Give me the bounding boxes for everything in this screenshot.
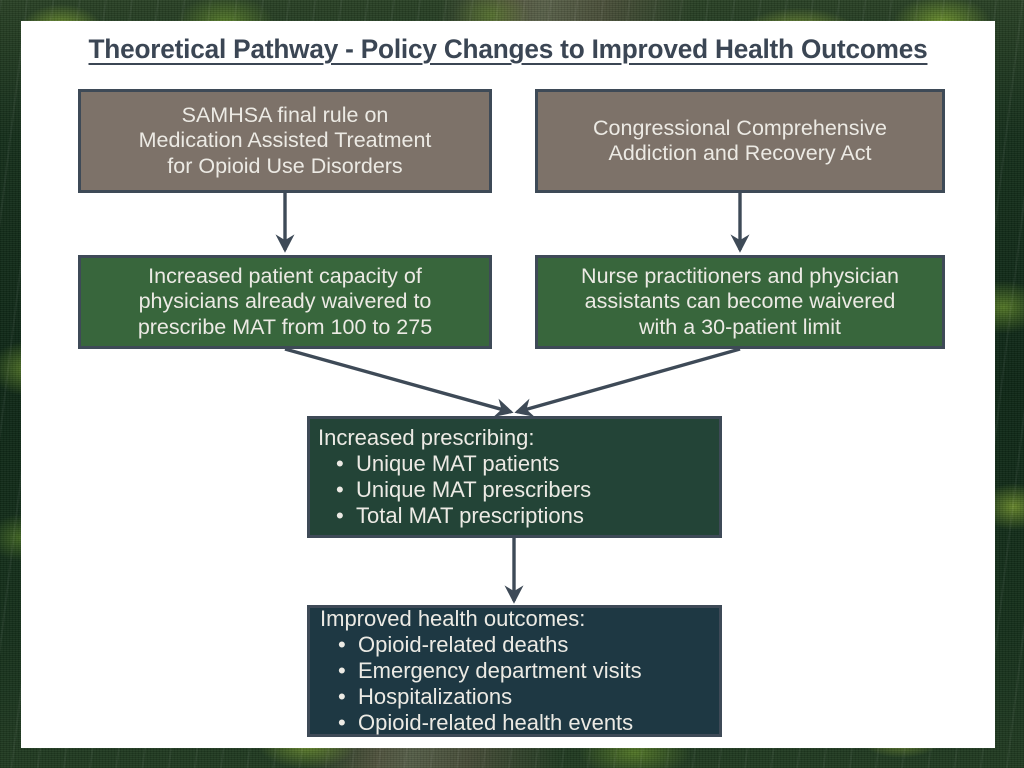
node-line: physicians already waivered to xyxy=(138,289,432,314)
connector-nppa-to-prescribing xyxy=(514,347,741,417)
node-line: Medication Assisted Treatment xyxy=(138,128,432,153)
node-line: for Opioid Use Disorders xyxy=(167,153,403,178)
list-item: Unique MAT prescribers xyxy=(336,477,711,503)
node-effect-capacity[interactable]: Increased patient capacity of physicians… xyxy=(78,255,492,349)
list-item: Unique MAT patients xyxy=(336,451,711,477)
node-line: assistants can become waivered xyxy=(584,289,896,314)
content-panel: Theoretical Pathway - Policy Changes to … xyxy=(21,21,995,748)
node-bullet-list: Unique MAT patients Unique MAT prescribe… xyxy=(318,451,711,529)
node-effect-np-pa[interactable]: Nurse practitioners and physician assist… xyxy=(535,255,945,349)
node-line: SAMHSA final rule on xyxy=(181,102,389,127)
node-line: with a 30-patient limit xyxy=(639,314,841,339)
list-item: Hospitalizations xyxy=(338,684,711,710)
page-title: Theoretical Pathway - Policy Changes to … xyxy=(88,34,928,64)
node-bullet-list: Opioid-related deaths Emergency departme… xyxy=(320,632,711,736)
node-improved-outcomes[interactable]: Improved health outcomes: Opioid-related… xyxy=(307,605,722,737)
node-heading: Increased prescribing: xyxy=(318,425,535,451)
connector-capacity-to-prescribing xyxy=(284,347,514,417)
list-item: Opioid-related deaths xyxy=(338,632,711,658)
node-heading: Improved health outcomes: xyxy=(320,606,586,632)
node-line: Addiction and Recovery Act xyxy=(608,141,872,165)
node-line: Nurse practitioners and physician xyxy=(581,263,899,288)
list-item: Opioid-related health events xyxy=(338,710,711,736)
node-line: Increased patient capacity of xyxy=(148,263,422,288)
list-item: Total MAT prescriptions xyxy=(336,503,711,529)
node-line: Congressional Comprehensive xyxy=(593,115,887,140)
node-increased-prescribing[interactable]: Increased prescribing: Unique MAT patien… xyxy=(307,416,722,538)
node-policy-samhsa[interactable]: SAMHSA final rule on Medication Assisted… xyxy=(78,89,492,193)
list-item: Emergency department visits xyxy=(338,658,711,684)
node-line: prescribe MAT from 100 to 275 xyxy=(137,314,433,339)
node-policy-cara[interactable]: Congressional Comprehensive Addiction an… xyxy=(535,89,945,193)
